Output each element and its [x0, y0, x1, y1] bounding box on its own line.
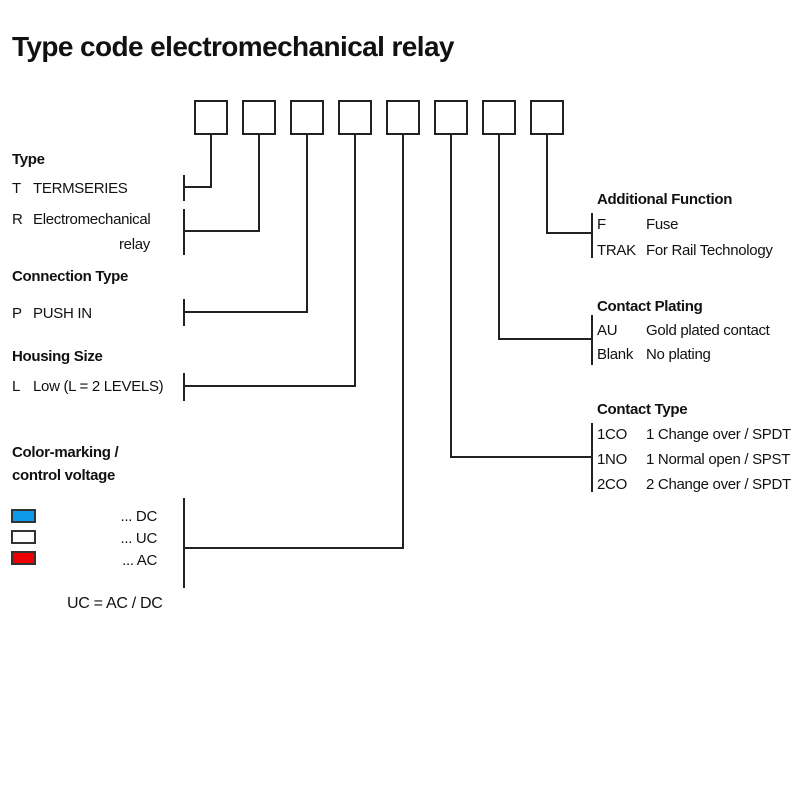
connection-item-p-desc: PUSH IN	[33, 305, 92, 322]
contact-type-item-2co-code: 2CO	[597, 476, 627, 493]
type-item-t: T TERMSERIES	[12, 180, 182, 198]
type-item-r-desc-line2: relay	[118, 236, 150, 253]
heading-color-marking-line2: control voltage	[12, 467, 116, 484]
type-item-r-desc: Electromechanical	[33, 211, 151, 228]
code-box-8	[530, 100, 564, 135]
tick-type-t	[183, 175, 185, 201]
housing-item-l-desc: Low (L = 2 LEVELS)	[33, 378, 164, 395]
connector-stem-1	[210, 135, 212, 188]
heading-connection-type: Connection Type	[12, 268, 129, 285]
additional-function-item-trak-code: TRAK	[597, 242, 636, 259]
connector-horizontal-color-marking	[184, 547, 404, 549]
uc-note: UC = AC / DC	[67, 595, 163, 612]
connector-stem-2	[258, 135, 260, 232]
code-box-1	[194, 100, 228, 135]
type-item-t-desc: TERMSERIES	[33, 180, 128, 197]
connector-horizontal-type-t	[184, 186, 212, 188]
contact-type-item-1co-code: 1CO	[597, 426, 627, 443]
color-swatch-ac	[11, 551, 36, 565]
tick-additional-function	[591, 213, 593, 258]
connector-stem-6	[450, 135, 452, 458]
housing-item-l-code: L	[12, 378, 21, 395]
contact-type-item-1co-desc: 1 Change over / SPDT	[646, 426, 791, 443]
color-swatch-uc	[11, 530, 36, 544]
tick-contact-plating	[591, 315, 593, 365]
contact-type-item-1co: 1CO 1 Change over / SPDT	[597, 426, 797, 444]
type-item-r: R Electromechanical	[12, 211, 182, 229]
contact-plating-item-blank: Blank No plating	[597, 346, 797, 364]
code-box-7	[482, 100, 516, 135]
connector-horizontal-contact-plating	[498, 338, 592, 340]
contact-plating-item-blank-code: Blank	[597, 346, 634, 363]
code-box-2	[242, 100, 276, 135]
additional-function-item-f-code: F	[597, 216, 606, 233]
additional-function-item-f-desc: Fuse	[646, 216, 679, 233]
connector-stem-5	[402, 135, 404, 549]
additional-function-item-trak-desc: For Rail Technology	[646, 242, 773, 259]
contact-type-item-1no-desc: 1 Normal open / SPST	[646, 451, 791, 468]
heading-housing-size: Housing Size	[12, 348, 103, 365]
tick-housing	[183, 373, 185, 401]
contact-plating-item-au-desc: Gold plated contact	[646, 322, 770, 339]
contact-type-item-2co: 2CO 2 Change over / SPDT	[597, 476, 797, 494]
heading-type: Type	[12, 151, 45, 168]
tick-connection	[183, 299, 185, 326]
contact-plating-item-blank-desc: No plating	[646, 346, 711, 363]
code-box-6	[434, 100, 468, 135]
color-label-dc: ... DC	[120, 508, 157, 525]
additional-function-item-trak: TRAK For Rail Technology	[597, 242, 797, 260]
contact-type-item-1no: 1NO 1 Normal open / SPST	[597, 451, 797, 469]
color-label-uc: ... UC	[120, 530, 157, 547]
connector-horizontal-additional-function	[546, 232, 592, 234]
contact-type-item-2co-desc: 2 Change over / SPDT	[646, 476, 791, 493]
connection-item-p: P PUSH IN	[12, 305, 182, 323]
connector-horizontal-housing	[184, 385, 356, 387]
connection-item-p-code: P	[12, 305, 22, 322]
code-box-4	[338, 100, 372, 135]
housing-item-l: L Low (L = 2 LEVELS)	[12, 378, 182, 396]
connector-horizontal-contact-type	[450, 456, 592, 458]
page-title: Type code electromechanical relay	[12, 31, 455, 62]
code-box-5	[386, 100, 420, 135]
connector-stem-4	[354, 135, 356, 387]
color-swatch-dc	[11, 509, 36, 523]
heading-color-marking-line1: Color-marking /	[12, 444, 119, 461]
additional-function-item-f: F Fuse	[597, 216, 797, 234]
connector-horizontal-type-r	[184, 230, 260, 232]
code-box-3	[290, 100, 324, 135]
connector-stem-7	[498, 135, 500, 340]
connector-stem-8	[546, 135, 548, 234]
type-item-r-code: R	[12, 211, 23, 228]
connector-stem-3	[306, 135, 308, 313]
heading-contact-plating: Contact Plating	[597, 298, 703, 315]
type-item-t-code: T	[12, 180, 21, 197]
contact-plating-item-au: AU Gold plated contact	[597, 322, 797, 340]
connector-horizontal-connection	[184, 311, 308, 313]
contact-type-item-1no-code: 1NO	[597, 451, 627, 468]
color-label-ac: ... AC	[122, 552, 157, 569]
contact-plating-item-au-code: AU	[597, 322, 618, 339]
tick-contact-type	[591, 423, 593, 492]
tick-type-r	[183, 209, 185, 255]
heading-additional-function: Additional Function	[597, 191, 733, 208]
tick-color-marking	[183, 498, 185, 588]
heading-contact-type: Contact Type	[597, 401, 688, 418]
